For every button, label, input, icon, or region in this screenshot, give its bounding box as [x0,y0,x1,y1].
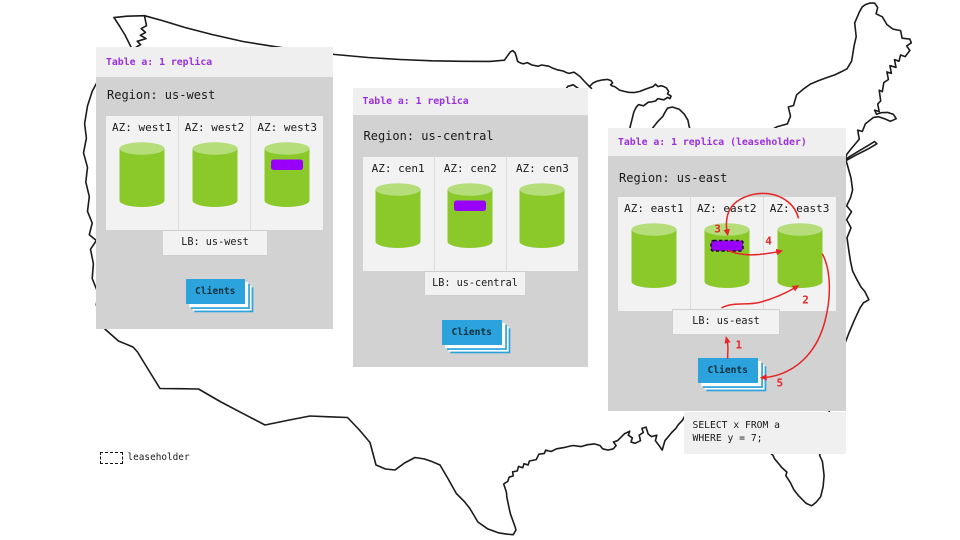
database-cylinder-icon [519,183,565,248]
database-cylinder-icon [264,142,310,207]
cylinder-body [375,189,421,248]
az-label: AZ: west2 [184,121,245,134]
az-label: AZ: east2 [696,202,757,215]
replica-band [454,200,487,211]
az-cell: AZ: east1 [618,197,690,311]
us-map-path [565,84,580,90]
cylinder-top [447,183,493,196]
region-panel-us-east: Table a: 1 replica (leaseholder) Region:… [608,128,846,411]
az-cell: AZ: east2 [689,197,763,311]
database-cylinder-icon [704,223,750,288]
leaseholder-swatch-icon [100,451,123,464]
load-balancer-us-east: LB: us-east [672,309,780,335]
database-cylinder-icon [777,223,823,288]
legend-leaseholder: leaseholder [100,451,190,464]
az-cell: AZ: east3 [762,197,836,311]
cylinder-body [519,189,565,248]
us-map-path [588,78,672,131]
cylinder-top [192,142,237,155]
cylinder-body [631,229,677,288]
load-balancer-us-west: LB: us-west [162,230,268,256]
us-map-path [113,14,148,50]
region-panel-us-central: Table a: 1 replica Region: us-central AZ… [352,88,588,367]
us-map-path [82,47,686,536]
az-label: AZ: cen3 [515,162,569,175]
database-cylinder-icon [447,183,493,248]
cylinder-body [119,148,165,207]
az-cell: AZ: west2 [177,116,251,230]
az-label: AZ: east3 [769,202,830,215]
database-cylinder-icon [192,142,237,207]
load-balancer-us-central: LB: us-central [424,271,526,296]
us-map-path [650,106,691,131]
cylinder-top [375,183,421,196]
sql-query-box: SELECT x FROM a WHERE y = 7; [683,411,846,454]
table-header-label: Table a: 1 replica [106,56,213,68]
cylinder-body [264,148,310,207]
clients-box-us-east: Clients [698,358,758,383]
table-header-us-central: Table a: 1 replica [352,88,588,115]
az-label: AZ: cen2 [443,162,497,175]
clients-box-us-west: Clients [185,278,245,304]
table-header-us-east: Table a: 1 replica (leaseholder) [608,128,846,156]
cylinder-body [704,229,750,288]
az-cell: AZ: west3 [250,116,323,230]
region-title-us-west: Region: us-west [107,88,216,102]
region-title-us-central: Region: us-central [363,129,494,143]
cylinder-body [192,148,237,207]
us-map-path [113,16,134,51]
table-header-us-west: Table a: 1 replica [96,47,333,77]
arrow-step-label-5: 5 [776,376,784,390]
az-label: AZ: cen1 [371,162,425,175]
cylinder-top [704,223,750,236]
arrow-step-label-2: 2 [802,293,809,307]
database-cylinder-icon [631,223,677,288]
replica-band [271,159,304,170]
leaseholder-band [709,239,744,252]
az-cell: AZ: cen2 [433,157,506,271]
az-cell: AZ: cen3 [505,157,578,271]
region-title-us-east: Region: us-east [619,171,728,185]
legend-label: leaseholder [127,452,190,463]
az-cell: AZ: cen1 [363,157,434,271]
az-container-us-central: AZ: cen1 AZ: cen2 AZ: cen3 [362,157,578,271]
sql-line-1: SELECT x FROM a [692,419,781,431]
az-label: AZ: west3 [257,121,317,134]
cylinder-body [447,189,493,248]
sql-line-2: WHERE y = 7; [692,433,763,444]
az-label: AZ: east1 [624,202,684,215]
cylinder-top [264,142,310,155]
arrow-step-label-1: 1 [735,338,743,352]
clients-box-us-central: Clients [442,319,502,345]
cylinder-top [777,223,823,236]
cylinder-top [631,223,677,236]
table-header-label: Table a: 1 replica (leaseholder) [618,136,807,148]
cylinder-body [777,229,823,288]
cylinder-top [519,183,565,196]
arrow-step-label-3: 3 [714,222,721,235]
database-cylinder-icon [375,183,421,248]
cylinder-top [119,142,165,155]
arrow-step-label-4: 4 [765,234,772,248]
table-header-label: Table a: 1 replica [362,96,469,107]
us-map-path [844,140,878,162]
region-panel-us-west: Table a: 1 replica Region: us-west AZ: w… [96,47,333,329]
az-container-us-west: AZ: west1 AZ: west2 AZ: west3 [106,116,323,230]
database-cylinder-icon [119,142,165,207]
az-cell: AZ: west1 [106,116,178,230]
az-label: AZ: west1 [112,121,172,134]
